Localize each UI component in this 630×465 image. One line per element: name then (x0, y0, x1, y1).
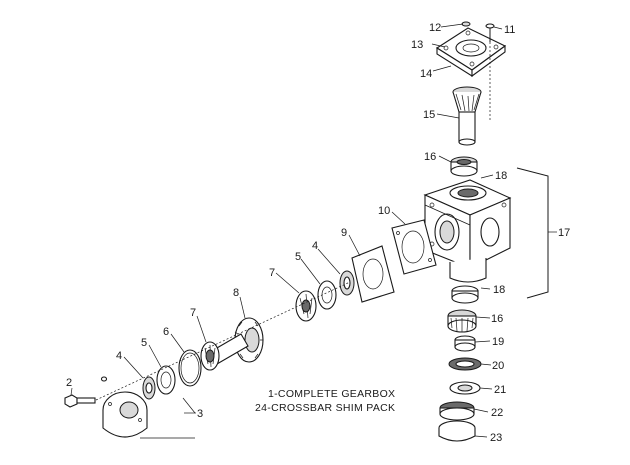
callout-4-lower: 4 (116, 350, 122, 362)
upper-bearing (450, 156, 478, 177)
callout-20: 20 (492, 360, 504, 372)
callout-17: 17 (558, 227, 570, 239)
bearing-lower (200, 341, 220, 371)
hex-bolt (64, 394, 96, 408)
callout-23: 23 (490, 432, 502, 444)
callout-16-lower: 16 (491, 313, 503, 325)
callout-13: 13 (411, 39, 423, 51)
shim-washer (449, 381, 481, 395)
seal-upper (317, 280, 337, 310)
callout-numbers: 12 11 13 14 15 16 18 10 9 4 5 7 8 7 6 5 … (66, 22, 570, 444)
bevel-gear-shaft (207, 317, 264, 367)
lower-bearing (447, 309, 477, 333)
side-gasket (391, 219, 437, 275)
complete-assembly-bracket (516, 167, 549, 299)
cover-screw (485, 23, 495, 42)
seal-lower (156, 365, 176, 395)
callout-18-upper: 18 (495, 170, 507, 182)
callout-5-upper: 5 (295, 251, 301, 263)
callout-4-upper: 4 (312, 240, 318, 252)
lock-collar (439, 401, 475, 421)
callout-16-upper: 16 (424, 151, 436, 163)
cover-washer (461, 21, 471, 27)
bearing-upper (295, 290, 317, 322)
spacer-ring (454, 335, 476, 352)
callout-10: 10 (378, 205, 390, 217)
callout-22: 22 (491, 407, 503, 419)
callout-21: 21 (494, 384, 506, 396)
callout-9: 9 (341, 227, 347, 239)
callout-18-lower: 18 (493, 284, 505, 296)
callout-7-upper: 7 (269, 267, 275, 279)
leader-lines (70, 23, 503, 439)
lower-bearing-race (451, 285, 479, 304)
side-cover (351, 245, 395, 303)
top-cover-plate (435, 27, 507, 78)
note-crossbar-shim-pack: 24-CROSSBAR SHIM PACK (255, 402, 395, 414)
callout-15: 15 (423, 109, 435, 121)
snap-ring-lower (142, 376, 156, 400)
snap-ring-upper (339, 270, 355, 296)
callout-12: 12 (429, 22, 441, 34)
callout-11: 11 (504, 24, 515, 36)
bolt-washer (100, 376, 108, 382)
gearbox-housing (423, 179, 512, 283)
callout-7-lower: 7 (190, 307, 196, 319)
assembly-axis-horizontal (95, 281, 351, 401)
pinion-gear (452, 86, 482, 146)
callout-19: 19 (492, 336, 504, 348)
callout-5-lower: 5 (141, 337, 147, 349)
side-housing (102, 391, 148, 438)
callout-3: 3 (197, 408, 203, 420)
callout-14: 14 (420, 68, 432, 80)
note-complete-gearbox: 1-COMPLETE GEARBOX (268, 388, 395, 400)
callout-6: 6 (163, 326, 169, 338)
gasket-ring (178, 349, 202, 387)
end-cap (438, 420, 476, 442)
callout-2: 2 (66, 377, 72, 389)
oil-seal (448, 357, 482, 371)
callout-8: 8 (233, 287, 239, 299)
